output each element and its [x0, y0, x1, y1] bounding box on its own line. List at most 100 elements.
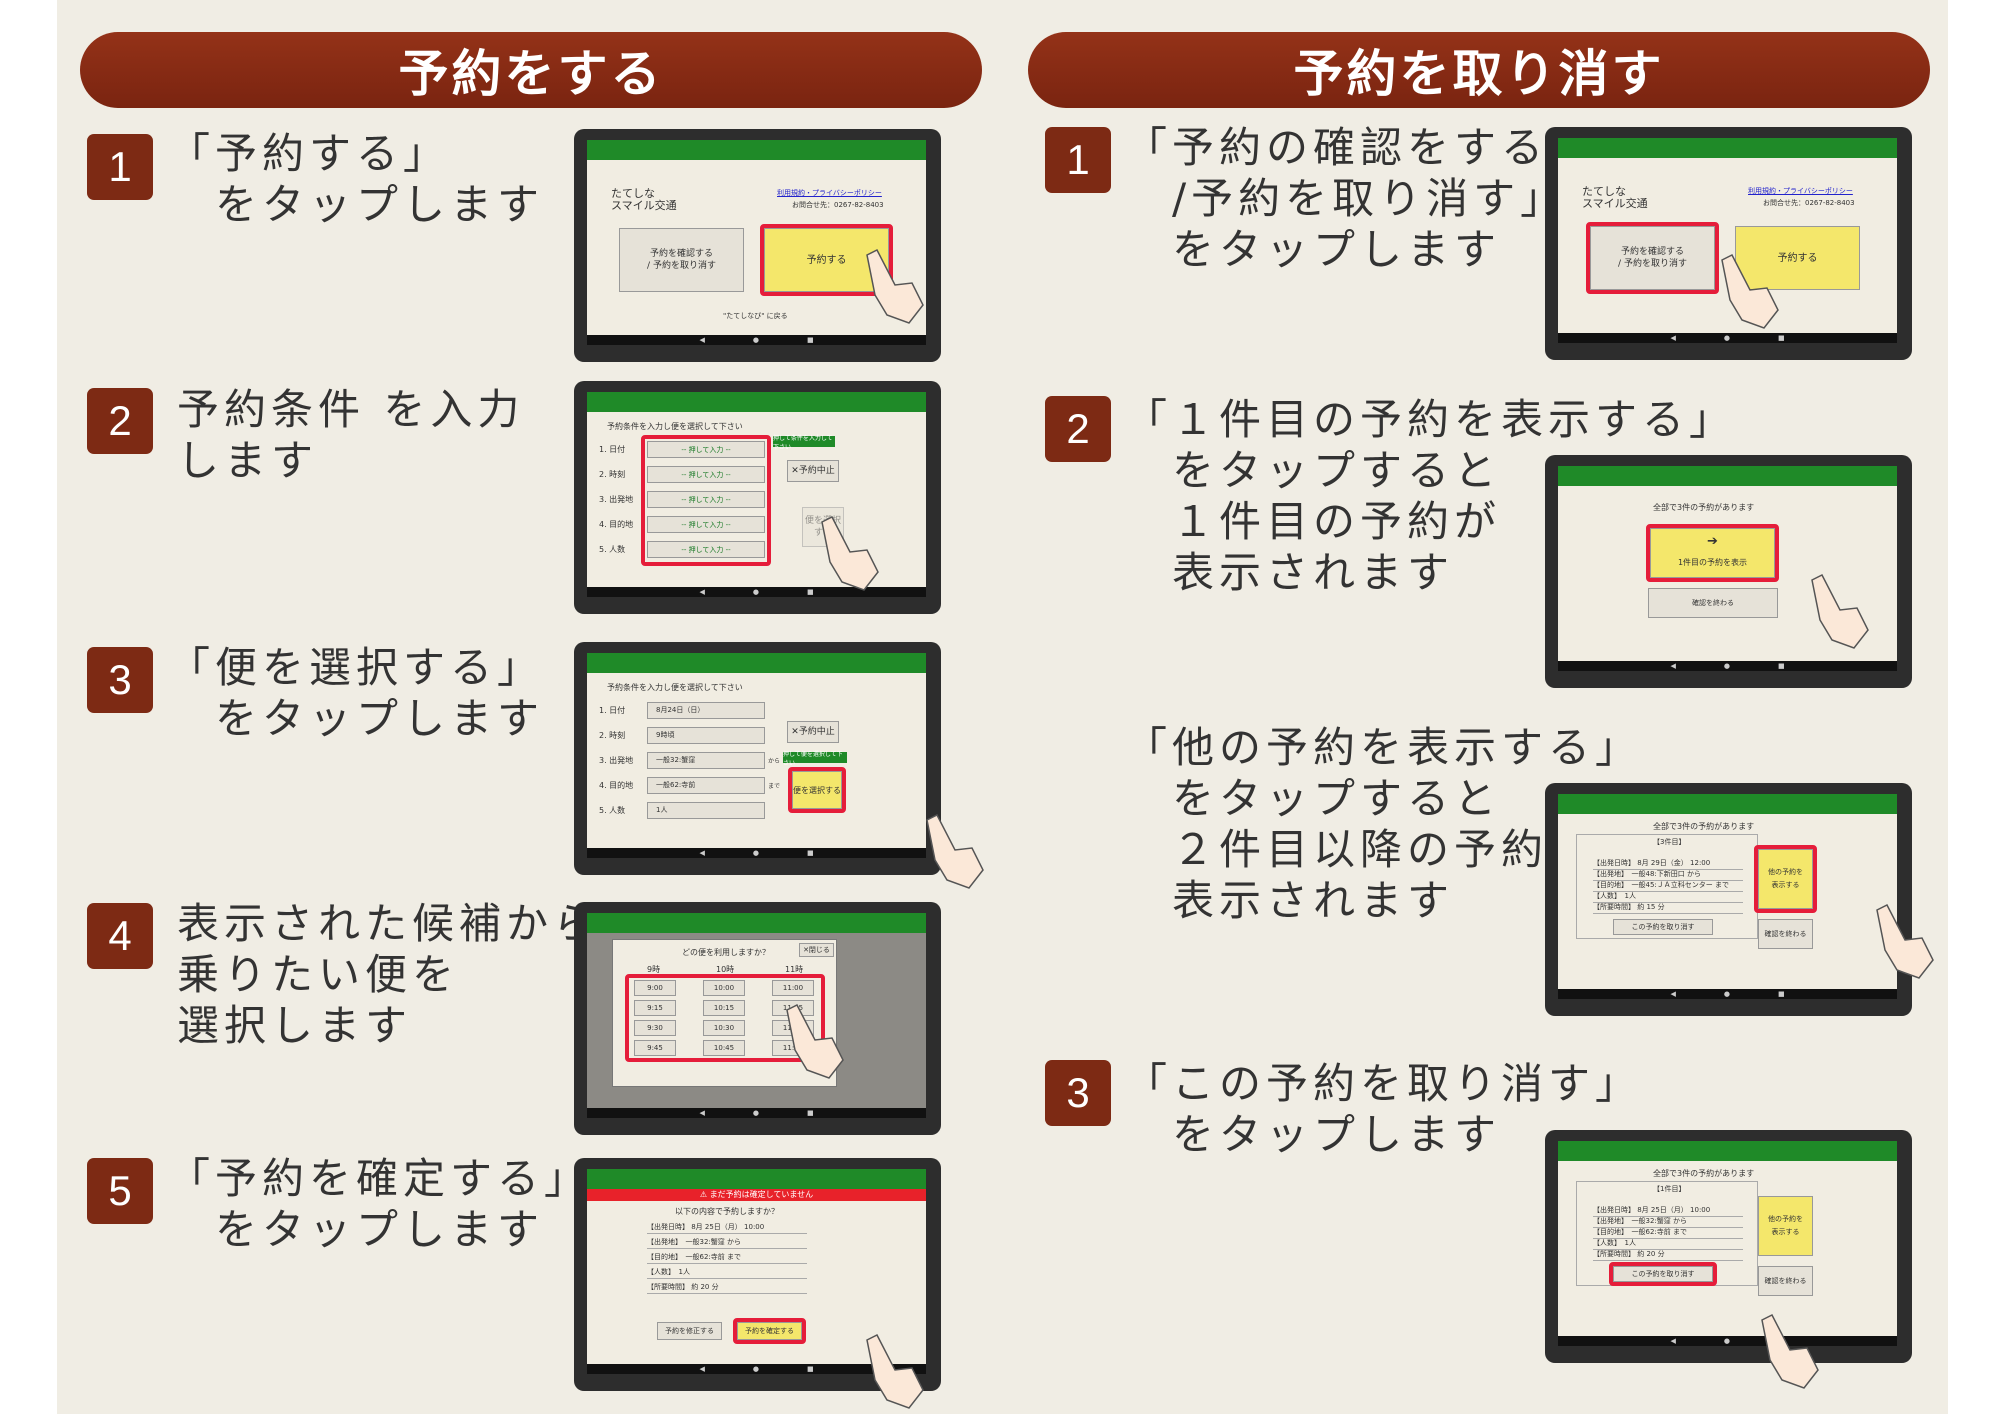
time-slot-button[interactable]: 10:30 [703, 1020, 745, 1036]
detail-row: 【目的地】 一般45:ＪＡ立科センター まで [1593, 880, 1743, 892]
tablet-screenshot-home: たてしな スマイル交通 利用規約・プライバシーポリシー お問合せ先：0267-8… [574, 129, 941, 362]
detail-row: 【出発日時】 8月 25日（月） 10:00 [647, 1222, 807, 1234]
field-label: 1. 日付 [599, 445, 626, 454]
time-input[interactable]: -- 押して入力 -- [647, 466, 765, 483]
end-confirmation-button[interactable]: 確認を終わる [1758, 919, 1813, 949]
show-other-reservations-button[interactable]: 他の予約を 表示する [1758, 1196, 1813, 1256]
detail-row: 【所要時間】 約 15 分 [1593, 902, 1743, 914]
step-text: 「予約の確認をする /予約を取り消す」 をタップします [1125, 123, 1568, 274]
back-link[interactable]: "たてしなび" に戻る [723, 312, 788, 320]
end-confirmation-button[interactable]: 確認を終わる [1648, 588, 1778, 618]
tablet-screenshot-reservation-list: 全部で3件の予約があります ➔1件目の予約を表示 確認を終わる ◀●■ [1545, 455, 1912, 688]
detail-row: 【所要時間】 約 20 分 [1593, 1249, 1743, 1261]
step-text: 「便を選択する」 をタップします [168, 643, 545, 743]
detail-row: 【人数】 1人 [647, 1267, 807, 1279]
people-input[interactable]: 1人 [647, 802, 765, 819]
time-slot-button[interactable]: 9:00 [634, 980, 676, 996]
reserve-section-header: 予約をする [80, 32, 982, 108]
tablet-screenshot-cancel: 全部で3件の予約があります 【1件目】 【出発日時】 8月 25日（月） 10:… [1545, 1130, 1912, 1363]
highlight-frame [733, 1318, 806, 1344]
step-text: 「予約を確定する」 をタップします [168, 1154, 592, 1254]
step-number: 3 [1045, 1060, 1111, 1126]
tablet-screenshot-other-reservation: 全部で3件の予約があります 【3件目】 【出発日時】 8月 29日（金） 12:… [1545, 783, 1912, 1016]
highlight-frame [1754, 845, 1817, 913]
field-label: 2. 時刻 [599, 731, 626, 740]
reserve-button[interactable]: 予約する [1735, 226, 1860, 290]
highlight-frame [1586, 222, 1719, 294]
destination-input[interactable]: 一般62:寺前 [647, 777, 765, 794]
guide-sheet: 予約をする 予約を取り消す 1 「予約する」 をタップします 2 予約条件 を入… [57, 0, 1948, 1414]
show-first-reservation-button[interactable]: ➔1件目の予約を表示 [1650, 528, 1775, 578]
conditions-title: 予約条件を入力し便を選択して下さい [607, 683, 743, 692]
cancel-reservation-button[interactable]: ✕予約中止 [787, 721, 839, 743]
from-suffix: から [768, 758, 781, 765]
step-number: 5 [87, 1158, 153, 1224]
detail-row: 【人数】 1人 [1593, 891, 1743, 903]
date-input[interactable]: 8月24日（日） [647, 702, 765, 719]
brand-logo: たてしな スマイル交通 [611, 187, 677, 212]
reservation-count: 全部で3件の予約があります [1653, 822, 1755, 831]
hint-badge: 押して便を選択して下さい [783, 751, 847, 767]
time-input[interactable]: 9時頃 [647, 727, 765, 744]
detail-row: 【出発地】 一般32:蟹窪 から [1593, 1216, 1743, 1228]
policy-link[interactable]: 利用規約・プライバシーポリシー [777, 189, 882, 197]
time-slot-button[interactable]: 9:15 [634, 1000, 676, 1016]
arrow-right-icon: ➔ [1707, 534, 1718, 549]
tablet-screenshot-select-trip: どの便を利用しますか？ ✕閉じる 9時 10時 11時 9:00 9:15 9:… [574, 902, 941, 1135]
detail-row: 【出発地】 一般32:蟹窪 から [647, 1237, 807, 1249]
detail-row: 【出発日時】 8月 29日（金） 12:00 [1593, 858, 1743, 870]
origin-input[interactable]: 一般32:蟹窪 [647, 752, 765, 769]
detail-row: 【出発日時】 8月 25日（月） 10:00 [1593, 1205, 1743, 1217]
time-slot-button[interactable]: 10:45 [703, 1040, 745, 1056]
warning-banner: ⚠ まだ予約は確定していません [587, 1189, 926, 1201]
dialog-question: どの便を利用しますか？ [682, 948, 770, 957]
tablet-screenshot-confirm: ⚠ まだ予約は確定していません 以下の内容で予約しますか？ 【出発日時】 8月 … [574, 1158, 941, 1391]
time-slot-button[interactable]: 10:00 [703, 980, 745, 996]
confirm-reservation-button[interactable]: 予約を確定する [737, 1322, 802, 1340]
close-dialog-button[interactable]: ✕閉じる [799, 943, 834, 957]
tapping-hand-icon [821, 515, 879, 591]
date-input[interactable]: -- 押して入力 -- [647, 441, 765, 458]
show-other-reservations-button[interactable]: 他の予約を 表示する [1758, 849, 1813, 909]
time-slot-button[interactable]: 9:30 [634, 1020, 676, 1036]
hour-header: 11時 [785, 965, 804, 974]
highlight-frame [1646, 524, 1779, 582]
hour-header: 10時 [716, 965, 735, 974]
edit-reservation-button[interactable]: 予約を修正する [657, 1322, 722, 1340]
cancel-this-reservation-button[interactable]: この予約を取り消す [1613, 919, 1713, 935]
field-label: 3. 出発地 [599, 756, 634, 765]
end-confirmation-button[interactable]: 確認を終わる [1758, 1266, 1813, 1296]
detail-row: 【目的地】 一般62:寺前 まで [647, 1252, 807, 1264]
people-input[interactable]: -- 押して入力 -- [647, 541, 765, 558]
to-suffix: まで [768, 783, 781, 790]
highlight-frame [1609, 1262, 1717, 1286]
confirm-cancel-button[interactable]: 予約を確認する / 予約を取り消す [1590, 226, 1715, 290]
step-number: 4 [87, 903, 153, 969]
reservation-number: 【3件目】 [1653, 838, 1686, 846]
tapping-hand-icon [866, 1333, 924, 1409]
step-text: 「１件目の予約を表示する」 をタップすると １件目の予約が 表示されます [1125, 395, 1737, 597]
hint-badge: 押して条件を入力して下さい [773, 435, 835, 451]
hour-header: 9時 [647, 965, 661, 974]
policy-link[interactable]: 利用規約・プライバシーポリシー [1748, 187, 1853, 195]
cancel-reservation-button[interactable]: ✕予約中止 [787, 460, 839, 482]
tablet-screenshot-conditions-filled: 予約条件を入力し便を選択して下さい 1. 日付 2. 時刻 3. 出発地 4. … [574, 642, 941, 875]
time-slot-button[interactable]: 9:45 [634, 1040, 676, 1056]
field-label: 5. 人数 [599, 806, 626, 815]
cancel-this-reservation-button[interactable]: この予約を取り消す [1613, 1266, 1713, 1282]
select-trip-button[interactable]: 便を選択する [792, 771, 842, 809]
tapping-hand-icon [1721, 253, 1779, 329]
time-slot-button[interactable]: 11:00 [772, 980, 814, 996]
reservation-number: 【1件目】 [1653, 1185, 1686, 1193]
time-slot-button[interactable]: 10:15 [703, 1000, 745, 1016]
confirm-cancel-button[interactable]: 予約を確認する / 予約を取り消す [619, 228, 744, 292]
field-label: 4. 目的地 [599, 781, 634, 790]
confirm-question: 以下の内容で予約しますか？ [675, 1207, 779, 1216]
origin-input[interactable]: -- 押して入力 -- [647, 491, 765, 508]
tablet-screenshot-home: たてしな スマイル交通 利用規約・プライバシーポリシー お問合せ先：0267-8… [1545, 127, 1912, 360]
highlight-frame [760, 224, 893, 296]
destination-input[interactable]: -- 押して入力 -- [647, 516, 765, 533]
contact-text: お問合せ先：0267-82-8403 [792, 201, 884, 209]
tapping-hand-icon [1876, 903, 1934, 979]
step-text: 「この予約を取り消す」 をタップします [1125, 1059, 1643, 1159]
